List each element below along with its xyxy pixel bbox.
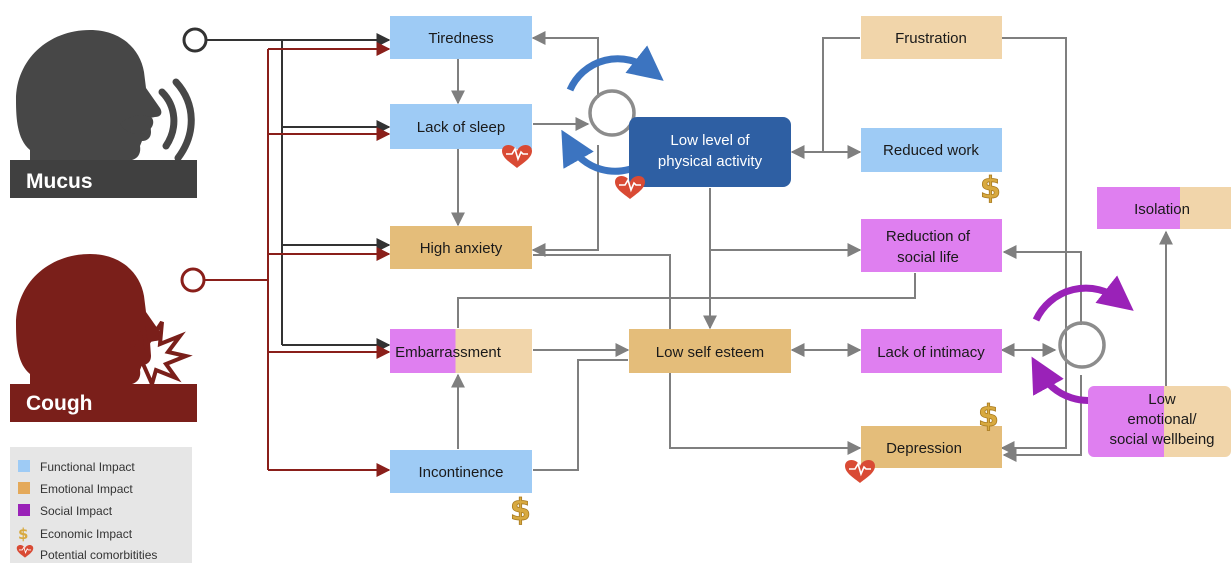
dollar-icon: $ — [978, 399, 999, 434]
mucus-drop-icon — [120, 115, 154, 134]
mucus-connectors — [182, 27, 391, 352]
node-depression-label: Depression — [886, 440, 962, 457]
node-low-emotional-wellbeing: Low emotional/ social wellbeing — [1088, 386, 1231, 457]
node-reduction-social-label-2: social life — [897, 249, 959, 266]
dollar-icon: $ — [510, 493, 531, 528]
node-low-emotional-label-1: Low — [1148, 391, 1176, 408]
node-isolation-label: Isolation — [1134, 201, 1190, 218]
heart-icon — [844, 459, 876, 484]
social-square-icon — [18, 504, 30, 516]
internal-connectors — [451, 31, 1173, 471]
node-lack-of-sleep: Lack of sleep — [390, 104, 532, 149]
node-low-physical-label-2: physical activity — [658, 153, 763, 170]
node-reduction-social-label-1: Reduction of — [886, 228, 971, 245]
mucus-panel: Mucus — [10, 14, 197, 198]
cough-label: Cough — [26, 392, 92, 415]
legend-social: Social Impact — [40, 504, 113, 518]
node-low-self-esteem: Low self esteem — [629, 329, 791, 373]
legend: Functional Impact Emotional Impact Socia… — [10, 447, 192, 563]
legend-emotional: Emotional Impact — [40, 482, 133, 496]
legend-economic: Economic Impact — [40, 527, 133, 541]
node-frustration-label: Frustration — [895, 30, 967, 47]
legend-functional: Functional Impact — [40, 460, 135, 474]
node-tiredness: Tiredness — [390, 16, 532, 59]
mucus-head-icon — [16, 30, 162, 196]
cough-panel: Cough — [10, 238, 197, 422]
node-depression: Depression — [861, 426, 1002, 468]
node-low-emotional-label-3: social wellbeing — [1109, 431, 1214, 448]
node-lack-of-sleep-label: Lack of sleep — [417, 119, 505, 136]
legend-dollar-icon: $ — [18, 525, 28, 543]
mucus-label: Mucus — [26, 170, 93, 193]
wellbeing-cycle-icon — [1031, 275, 1134, 404]
node-frustration: Frustration — [861, 16, 1002, 59]
dollar-icon: $ — [980, 171, 1001, 206]
legend-comorbidities: Potential comorbitities — [40, 548, 157, 562]
functional-square-icon — [18, 460, 30, 472]
node-embarrassment: Embarrassment — [390, 329, 532, 373]
node-low-physical-label-1: Low level of — [670, 132, 750, 149]
cough-head-icon — [16, 254, 162, 420]
node-high-anxiety: High anxiety — [390, 226, 532, 269]
node-low-physical-activity: Low level of physical activity — [629, 117, 791, 187]
node-incontinence: Incontinence — [390, 450, 532, 493]
node-tiredness-label: Tiredness — [428, 30, 493, 47]
node-lack-of-intimacy: Lack of intimacy — [861, 329, 1002, 373]
node-reduced-work-label: Reduced work — [883, 142, 979, 159]
node-reduced-work: Reduced work — [861, 128, 1002, 172]
node-isolation: Isolation — [1097, 187, 1231, 229]
node-embarrassment-label: Embarrassment — [395, 344, 502, 361]
node-incontinence-label: Incontinence — [418, 464, 503, 481]
node-low-self-esteem-label: Low self esteem — [656, 344, 764, 361]
node-reduction-social-life: Reduction of social life — [861, 219, 1002, 272]
cough-connectors — [180, 42, 391, 477]
cough-burst-icon — [129, 320, 193, 390]
node-low-emotional-label-2: emotional/ — [1127, 411, 1197, 428]
node-high-anxiety-label: High anxiety — [420, 240, 503, 257]
node-lack-of-intimacy-label: Lack of intimacy — [877, 344, 985, 361]
emotional-square-icon — [18, 482, 30, 494]
